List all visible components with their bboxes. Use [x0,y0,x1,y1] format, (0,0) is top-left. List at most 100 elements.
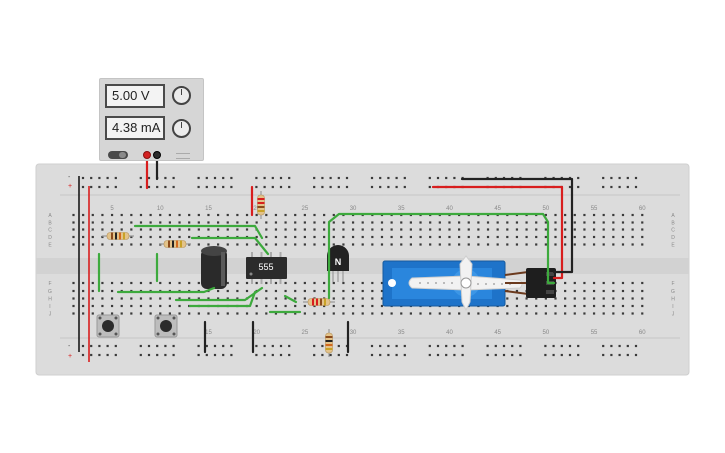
breadboard-hole[interactable] [197,221,200,224]
breadboard-hole[interactable] [159,228,162,231]
breadboard-hole[interactable] [564,312,567,315]
rail-hole[interactable] [387,344,390,348]
breadboard-hole[interactable] [371,243,374,246]
rail-hole[interactable] [139,176,142,180]
breadboard-hole[interactable] [544,221,547,224]
rail-hole[interactable] [279,176,283,180]
wire-trigger[interactable] [133,224,264,240]
breadboard-hole[interactable] [217,228,220,231]
breadboard-hole[interactable] [236,213,239,217]
breadboard-hole[interactable] [139,304,143,308]
rail-hole[interactable] [461,344,464,348]
rail-hole[interactable] [544,353,547,357]
breadboard-hole[interactable] [168,213,171,217]
breadboard-hole[interactable] [592,243,596,246]
breadboard-hole[interactable] [130,221,133,224]
breadboard-hole[interactable] [120,281,123,285]
breadboard-hole[interactable] [101,289,104,293]
rail-hole[interactable] [337,185,340,189]
breadboard-hole[interactable] [506,243,509,246]
breadboard-hole[interactable] [573,312,576,315]
breadboard-hole[interactable] [573,221,576,224]
rail-hole[interactable] [114,176,117,180]
breadboard-hole[interactable] [380,304,384,308]
breadboard-hole[interactable] [467,312,470,315]
breadboard-hole[interactable] [564,221,567,224]
rail-hole[interactable] [255,185,258,189]
rail-hole[interactable] [552,344,555,348]
breadboard-hole[interactable] [188,221,191,224]
breadboard-hole[interactable] [342,235,345,239]
breadboard-hole[interactable] [265,297,268,300]
breadboard-hole[interactable] [303,213,306,217]
breadboard-hole[interactable] [371,304,374,308]
breadboard-hole[interactable] [255,304,258,308]
rail-hole[interactable] [436,176,440,180]
breadboard-hole[interactable] [274,221,278,224]
breadboard-hole[interactable] [313,304,316,308]
breadboard-hole[interactable] [159,213,162,217]
rail-hole[interactable] [98,344,101,348]
breadboard-hole[interactable] [380,243,384,246]
breadboard-hole[interactable] [390,235,393,239]
breadboard-hole[interactable] [82,281,85,285]
breadboard-hole[interactable] [207,213,210,217]
breadboard-hole[interactable] [602,289,605,293]
rail-hole[interactable] [329,353,332,357]
breadboard-hole[interactable] [544,235,547,239]
breadboard-hole[interactable] [294,243,297,246]
breadboard-hole[interactable] [641,281,644,285]
breadboard-hole[interactable] [284,213,287,217]
rail-hole[interactable] [114,353,117,357]
breadboard-hole[interactable] [342,289,345,293]
rail-hole[interactable] [230,344,233,348]
breadboard-hole[interactable] [448,312,451,315]
servo-ground-wire[interactable] [460,177,574,274]
rail-hole[interactable] [618,353,621,357]
rail-hole[interactable] [321,176,324,180]
breadboard-hole[interactable] [178,304,181,308]
breadboard-hole[interactable] [303,243,306,246]
breadboard-hole[interactable] [390,221,393,224]
breadboard-hole[interactable] [294,235,297,239]
breadboard-hole[interactable] [72,312,75,315]
rail-hole[interactable] [403,344,406,348]
breadboard-hole[interactable] [82,312,85,315]
breadboard-hole[interactable] [351,228,355,231]
breadboard-hole[interactable] [274,243,278,246]
breadboard-hole[interactable] [303,228,306,231]
breadboard-hole[interactable] [448,243,451,246]
rail-hole[interactable] [387,353,390,357]
breadboard-hole[interactable] [496,243,499,246]
breadboard-hole[interactable] [496,228,499,231]
breadboard-hole[interactable] [631,213,634,217]
breadboard-hole[interactable] [429,221,432,224]
breadboard-hole[interactable] [592,297,596,300]
breadboard-hole[interactable] [303,289,306,293]
rail-hole[interactable] [577,353,580,357]
breadboard-hole[interactable] [448,235,451,239]
breadboard-hole[interactable] [429,243,432,246]
rail-hole[interactable] [263,176,266,180]
breadboard-hole[interactable] [342,243,345,246]
breadboard-hole[interactable] [294,281,297,285]
breadboard-hole[interactable] [583,304,586,308]
breadboard-hole[interactable] [467,235,470,239]
rail-hole[interactable] [428,353,431,357]
breadboard-hole[interactable] [631,289,634,293]
breadboard-hole[interactable] [351,312,355,315]
breadboard-hole[interactable] [361,235,364,239]
breadboard-hole[interactable] [409,243,412,246]
rail-hole[interactable] [552,353,555,357]
breadboard-hole[interactable] [130,235,133,239]
breadboard-hole[interactable] [506,221,509,224]
breadboard-hole[interactable] [82,235,85,239]
servo-power-wire[interactable] [431,185,564,280]
breadboard-hole[interactable] [149,312,152,315]
breadboard-hole[interactable] [255,297,258,300]
breadboard-hole[interactable] [371,235,374,239]
breadboard-hole[interactable] [564,297,567,300]
breadboard-hole[interactable] [188,213,191,217]
breadboard-hole[interactable] [631,312,634,315]
breadboard-hole[interactable] [602,312,605,315]
